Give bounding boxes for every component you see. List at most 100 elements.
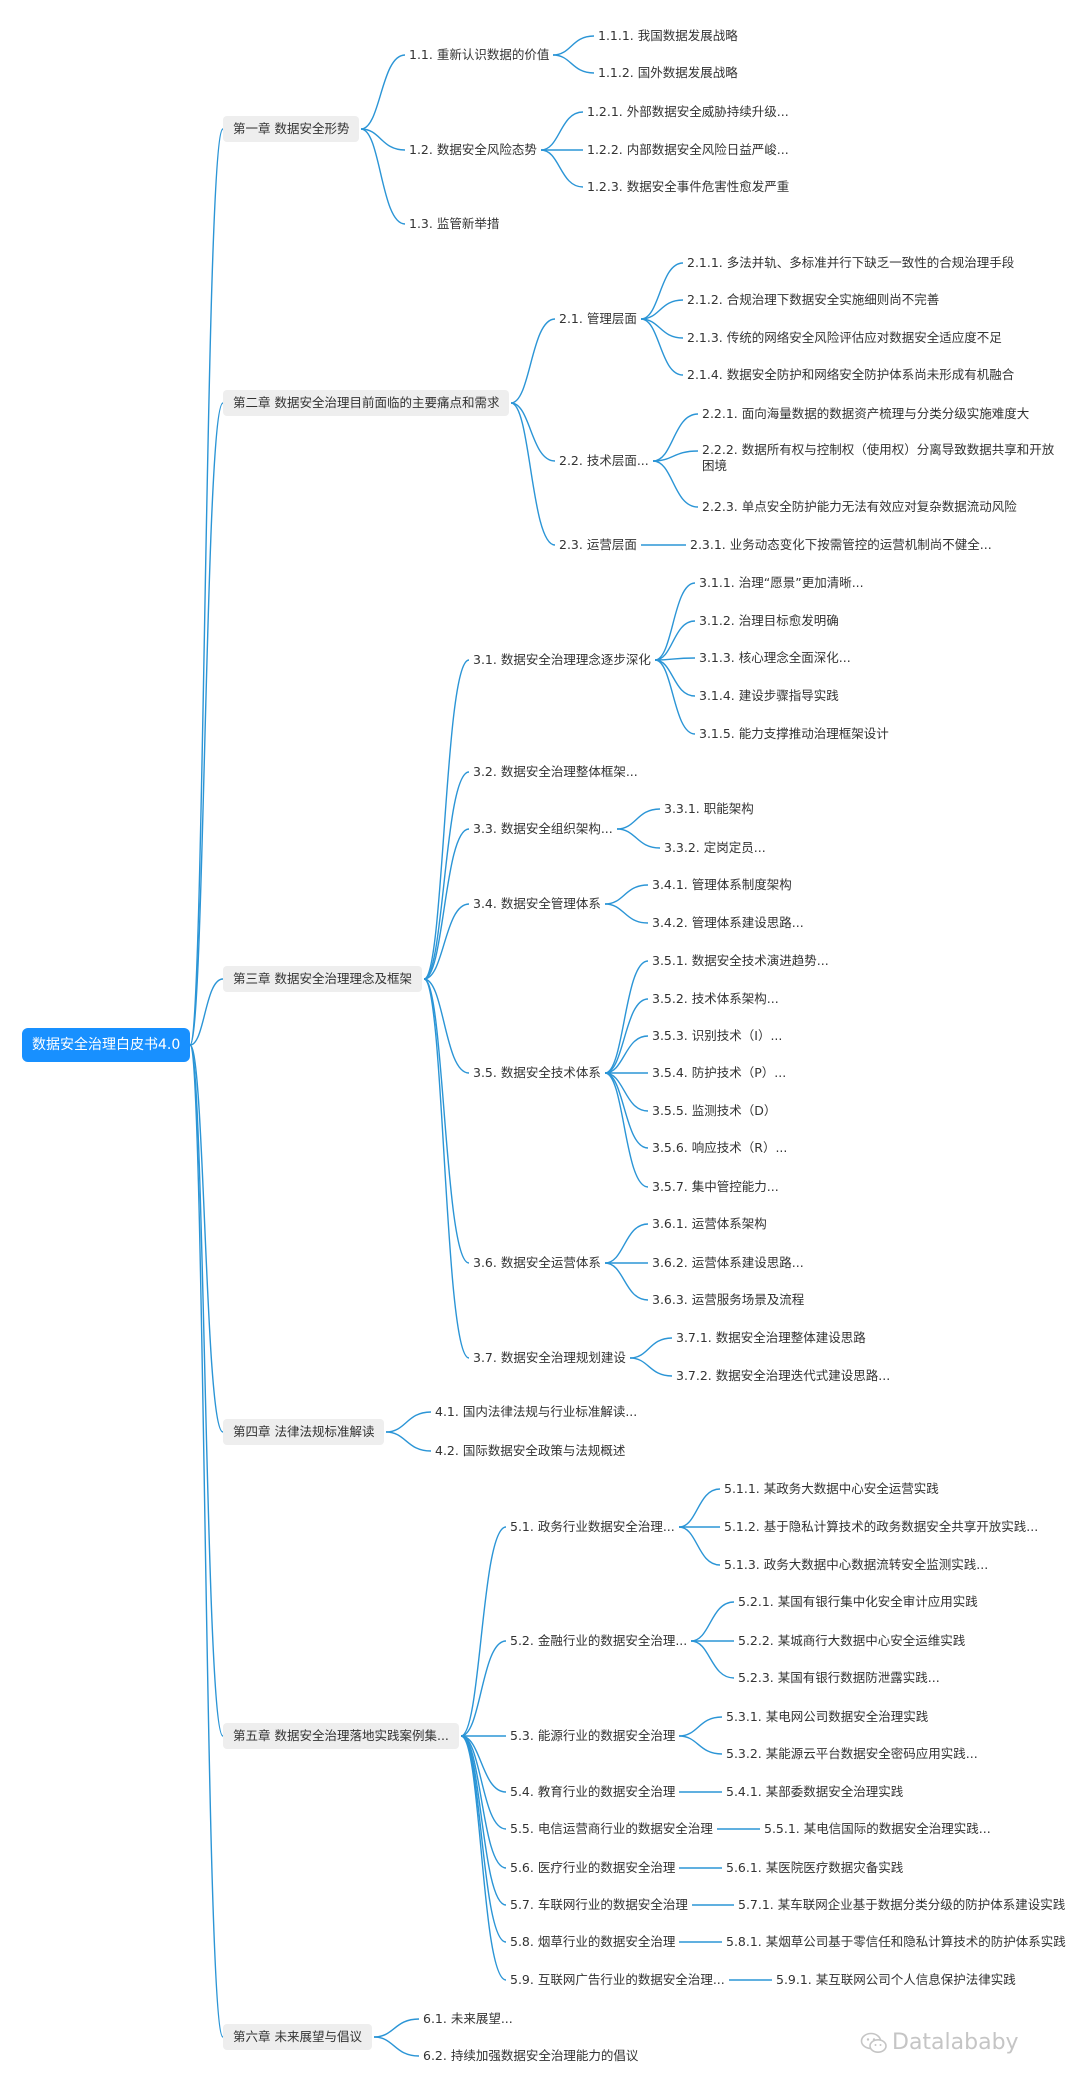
chapter-6-label: 第六章 未来展望与倡议: [233, 2029, 362, 2044]
topic-4-2[interactable]: 4.2. 国际数据安全政策与法规概述: [435, 1443, 625, 1459]
link-topic-3-5-sub-1: [604, 960, 649, 1074]
subtopic-2-1-4[interactable]: 2.1.4. 数据安全防护和网络安全防护体系尚未形成有机融合: [687, 367, 1014, 383]
subtopic-3-1-2[interactable]: 3.1.2. 治理目标愈发明确: [699, 613, 839, 629]
subtopic-3-1-1[interactable]: 3.1.1. 治理“愿景”更加清晰...: [699, 575, 864, 591]
subtopic-2-2-3[interactable]: 2.2.3. 单点安全防护能力无法有效应对复杂数据流动风险: [702, 499, 1017, 515]
topic-5-8-label: 5.8. 烟草行业的数据安全治理: [510, 1934, 676, 1949]
link-chapter-3-topic-7: [423, 978, 470, 1359]
link-topic-3-7-sub-1: [629, 1337, 673, 1359]
topic-3-1[interactable]: 3.1. 数据安全治理理念逐步深化: [473, 652, 651, 668]
chapter-1[interactable]: 第一章 数据安全形势: [223, 116, 360, 142]
topic-3-5[interactable]: 3.5. 数据安全技术体系: [473, 1065, 601, 1081]
subtopic-5-7-1[interactable]: 5.7.1. 某车联网企业基于数据分类分级的防护体系建设实践: [738, 1897, 1065, 1913]
topic-5-2[interactable]: 5.2. 金融行业的数据安全治理...: [510, 1633, 687, 1649]
topic-5-3[interactable]: 5.3. 能源行业的数据安全治理: [510, 1728, 675, 1744]
subtopic-3-4-1[interactable]: 3.4.1. 管理体系制度架构: [652, 877, 792, 893]
topic-6-1[interactable]: 6.1. 未来展望...: [423, 2011, 513, 2027]
subtopic-5-4-1[interactable]: 5.4.1. 某部委数据安全治理实践: [726, 1784, 903, 1800]
subtopic-3-3-1[interactable]: 3.3.1. 职能架构: [664, 801, 754, 817]
subtopic-3-5-7[interactable]: 3.5.7. 集中管控能力...: [652, 1179, 779, 1195]
subtopic-2-1-1-label: 2.1.1. 多法并轨、多标准并行下缺乏一致性的合规治理手段: [687, 255, 1015, 270]
topic-2-3[interactable]: 2.3. 运营层面: [559, 537, 637, 553]
subtopic-1-2-2[interactable]: 1.2.2. 内部数据安全风险日益严峻...: [587, 142, 789, 158]
subtopic-5-6-1[interactable]: 5.6.1. 某医院医疗数据灾备实践: [726, 1860, 903, 1876]
subtopic-3-5-4[interactable]: 3.5.4. 防护技术（P）...: [652, 1065, 786, 1081]
subtopic-3-5-6[interactable]: 3.5.6. 响应技术（R）...: [652, 1140, 787, 1156]
topic-2-1-label: 2.1. 管理层面: [559, 311, 637, 326]
subtopic-5-2-2[interactable]: 5.2.2. 某城商行大数据中心安全运维实践: [738, 1633, 965, 1649]
topic-3-7[interactable]: 3.7. 数据安全治理规划建设: [473, 1350, 626, 1366]
chapter-6[interactable]: 第六章 未来展望与倡议: [223, 2024, 372, 2050]
subtopic-5-3-2[interactable]: 5.3.2. 某能源云平台数据安全密码应用实践...: [726, 1746, 978, 1762]
subtopic-5-9-1[interactable]: 5.9.1. 某互联网公司个人信息保护法律实践: [776, 1972, 1016, 1988]
subtopic-5-1-2[interactable]: 5.1.2. 基于隐私计算技术的政务数据安全共享开放实践...: [724, 1519, 1038, 1535]
subtopic-5-1-3[interactable]: 5.1.3. 政务大数据中心数据流转安全监测实践...: [724, 1557, 988, 1573]
subtopic-3-5-2[interactable]: 3.5.2. 技术体系架构...: [652, 991, 779, 1007]
subtopic-3-5-1[interactable]: 3.5.1. 数据安全技术演进趋势...: [652, 953, 829, 969]
subtopic-1-1-2[interactable]: 1.1.2. 国外数据发展战略: [598, 65, 738, 81]
topic-5-6-label: 5.6. 医疗行业的数据安全治理: [510, 1860, 676, 1875]
topic-1-1[interactable]: 1.1. 重新认识数据的价值: [409, 47, 549, 63]
topic-5-4[interactable]: 5.4. 教育行业的数据安全治理: [510, 1784, 675, 1800]
topic-1-2[interactable]: 1.2. 数据安全风险态势: [409, 142, 537, 158]
subtopic-2-1-3[interactable]: 2.1.3. 传统的网络安全风险评估应对数据安全适应度不足: [687, 330, 1002, 346]
topic-6-2[interactable]: 6.2. 持续加强数据安全治理能力的倡议: [423, 2048, 638, 2064]
subtopic-3-5-5-label: 3.5.5. 监测技术（D）: [652, 1103, 777, 1118]
subtopic-2-1-2[interactable]: 2.1.2. 合规治理下数据安全实施细则尚不完善: [687, 292, 939, 308]
subtopic-3-4-2[interactable]: 3.4.2. 管理体系建设思路...: [652, 915, 804, 931]
topic-3-6[interactable]: 3.6. 数据安全运营体系: [473, 1255, 601, 1271]
subtopic-3-7-2[interactable]: 3.7.2. 数据安全治理迭代式建设思路...: [676, 1368, 890, 1384]
subtopic-2-2-3-label: 2.2.3. 单点安全防护能力无法有效应对复杂数据流动风险: [702, 499, 1017, 514]
chapter-5[interactable]: 第五章 数据安全治理落地实践案例集...: [223, 1723, 459, 1749]
subtopic-3-4-1-label: 3.4.1. 管理体系制度架构: [652, 877, 792, 892]
subtopic-3-5-3[interactable]: 3.5.3. 识别技术（I）...: [652, 1028, 782, 1044]
subtopic-3-1-3[interactable]: 3.1.3. 核心理念全面深化...: [699, 650, 851, 666]
chapter-4[interactable]: 第四章 法律法规标准解读: [223, 1419, 385, 1445]
subtopic-3-1-5[interactable]: 3.1.5. 能力支撑推动治理框架设计: [699, 726, 889, 742]
subtopic-2-2-1[interactable]: 2.2.1. 面向海量数据的数据资产梳理与分类分级实施难度大: [702, 406, 1029, 422]
link-root-chapter-6: [189, 1044, 224, 2038]
topic-2-2[interactable]: 2.2. 技术层面...: [559, 453, 649, 469]
subtopic-3-6-1[interactable]: 3.6.1. 运营体系架构: [652, 1216, 767, 1232]
subtopic-5-2-2-label: 5.2.2. 某城商行大数据中心安全运维实践: [738, 1633, 966, 1648]
subtopic-5-1-1[interactable]: 5.1.1. 某政务大数据中心安全运营实践: [724, 1481, 939, 1497]
topic-5-7[interactable]: 5.7. 车联网行业的数据安全治理: [510, 1897, 688, 1913]
subtopic-1-1-1[interactable]: 1.1.1. 我国数据发展战略: [598, 28, 738, 44]
chapter-2[interactable]: 第二章 数据安全治理目前面临的主要痛点和需求: [223, 390, 510, 416]
topic-5-3-label: 5.3. 能源行业的数据安全治理: [510, 1728, 676, 1743]
subtopic-1-2-1[interactable]: 1.2.1. 外部数据安全威胁持续升级...: [587, 104, 789, 120]
subtopic-2-3-1[interactable]: 2.3.1. 业务动态变化下按需管控的运营机制尚不健全...: [690, 537, 992, 553]
topic-3-3[interactable]: 3.3. 数据安全组织架构...: [473, 821, 613, 837]
subtopic-3-6-3[interactable]: 3.6.3. 运营服务场景及流程: [652, 1292, 804, 1308]
subtopic-2-2-2[interactable]: 2.2.2. 数据所有权与控制权（使用权）分离导致数据共享和开放困境: [702, 442, 1054, 474]
topic-5-6[interactable]: 5.6. 医疗行业的数据安全治理: [510, 1860, 675, 1876]
subtopic-2-2-1-label: 2.2.1. 面向海量数据的数据资产梳理与分类分级实施难度大: [702, 406, 1030, 421]
subtopic-1-2-3[interactable]: 1.2.3. 数据安全事件危害性愈发严重: [587, 179, 789, 195]
subtopic-3-6-2[interactable]: 3.6.2. 运营体系建设思路...: [652, 1255, 804, 1271]
chapter-3[interactable]: 第三章 数据安全治理理念及框架: [223, 966, 422, 992]
topic-3-2[interactable]: 3.2. 数据安全治理整体框架...: [473, 764, 638, 780]
link-chapter-5-topic-9: [460, 1735, 507, 1981]
root-node[interactable]: 数据安全治理白皮书4.0: [22, 1028, 191, 1062]
subtopic-5-9-1-label: 5.9.1. 某互联网公司个人信息保护法律实践: [776, 1972, 1016, 1987]
subtopic-3-7-1[interactable]: 3.7.1. 数据安全治理整体建设思路: [676, 1330, 866, 1346]
link-chapter-2-topic-3: [510, 402, 556, 546]
subtopic-5-2-3[interactable]: 5.2.3. 某国有银行数据防泄露实践...: [738, 1670, 940, 1686]
subtopic-5-8-1[interactable]: 5.8.1. 某烟草公司基于零信任和隐私计算技术的防护体系实践: [726, 1934, 1066, 1950]
subtopic-5-5-1[interactable]: 5.5.1. 某电信国际的数据安全治理实践...: [764, 1821, 991, 1837]
topic-1-3[interactable]: 1.3. 监管新举措: [409, 216, 499, 232]
topic-5-1[interactable]: 5.1. 政务行业数据安全治理...: [510, 1519, 675, 1535]
topic-2-1[interactable]: 2.1. 管理层面: [559, 311, 637, 327]
subtopic-3-3-2[interactable]: 3.3.2. 定岗定员...: [664, 840, 766, 856]
subtopic-2-1-1[interactable]: 2.1.1. 多法并轨、多标准并行下缺乏一致性的合规治理手段: [687, 255, 1014, 271]
topic-3-4[interactable]: 3.4. 数据安全管理体系: [473, 896, 601, 912]
topic-5-8[interactable]: 5.8. 烟草行业的数据安全治理: [510, 1934, 675, 1950]
subtopic-3-1-4[interactable]: 3.1.4. 建设步骤指导实践: [699, 688, 839, 704]
subtopic-5-2-1[interactable]: 5.2.1. 某国有银行集中化安全审计应用实践: [738, 1594, 978, 1610]
subtopic-3-5-5[interactable]: 3.5.5. 监测技术（D）: [652, 1103, 776, 1119]
subtopic-5-8-1-label: 5.8.1. 某烟草公司基于零信任和隐私计算技术的防护体系实践: [726, 1934, 1066, 1949]
subtopic-5-3-1[interactable]: 5.3.1. 某电网公司数据安全治理实践: [726, 1709, 928, 1725]
topic-5-5[interactable]: 5.5. 电信运营商行业的数据安全治理: [510, 1821, 713, 1837]
topic-4-1[interactable]: 4.1. 国内法律法规与行业标准解读...: [435, 1404, 637, 1420]
topic-5-9[interactable]: 5.9. 互联网广告行业的数据安全治理...: [510, 1972, 725, 1988]
